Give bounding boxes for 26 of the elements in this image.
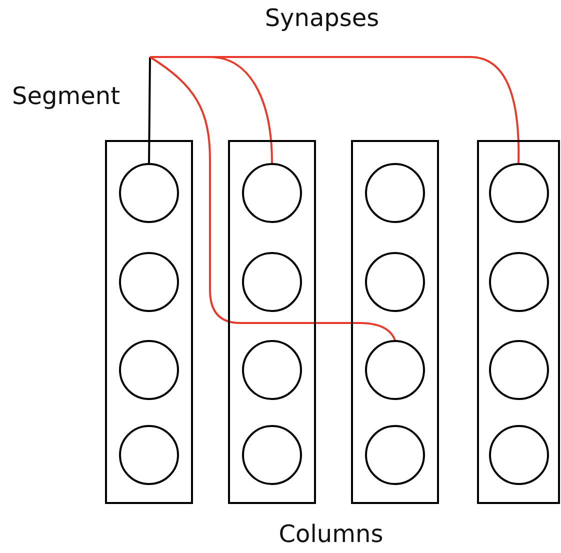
cell-circle — [242, 252, 302, 312]
cell-circle — [488, 252, 548, 312]
cell-circle — [119, 252, 179, 312]
column-box — [477, 140, 560, 504]
cell-circle — [488, 425, 548, 485]
segment-line — [148, 56, 151, 164]
segment-label: Segment — [12, 82, 120, 110]
cell-circle — [365, 425, 425, 485]
column-box — [228, 140, 316, 504]
cell-circle — [365, 252, 425, 312]
synapse-line — [150, 56, 520, 163]
column-box — [105, 140, 193, 504]
cell-circle — [488, 163, 548, 223]
synapses-label: Synapses — [264, 4, 380, 32]
cell-circle — [242, 425, 302, 485]
columns-label: Columns — [278, 520, 384, 548]
cell-circle — [242, 163, 302, 223]
cell-circle — [488, 340, 548, 400]
synapse-line — [149, 56, 396, 340]
cell-circle — [242, 340, 302, 400]
cell-circle — [119, 163, 179, 223]
cell-circle — [365, 340, 425, 400]
column-box — [351, 140, 439, 504]
cell-circle — [365, 163, 425, 223]
cell-circle — [119, 340, 179, 400]
cell-circle — [119, 425, 179, 485]
